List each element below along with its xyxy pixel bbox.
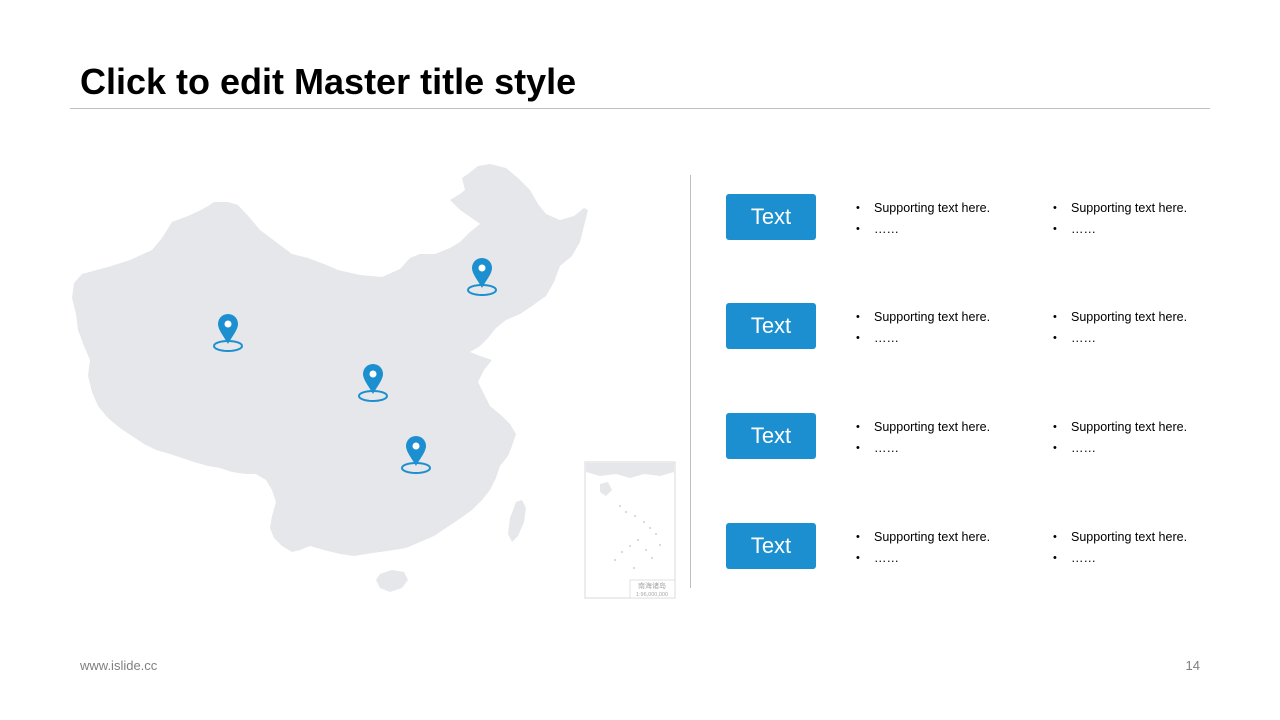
bullet-item[interactable]: Supporting text here. (854, 417, 1044, 438)
location-pin-icon (401, 436, 431, 474)
china-map: 南海诸岛 1:96,000,000 (60, 150, 700, 620)
taiwan-island-shape (508, 500, 526, 542)
bullet-item[interactable]: …… (1051, 438, 1241, 459)
south-china-sea-inset: 南海诸岛 1:96,000,000 (584, 461, 676, 599)
bullet-list: Supporting text here. …… (1051, 307, 1241, 349)
bullet-list: Supporting text here. …… (1051, 198, 1241, 240)
page-number: 14 (1185, 658, 1200, 673)
bullet-item[interactable]: Supporting text here. (1051, 527, 1241, 548)
inset-caption-name: 南海诸岛 (638, 581, 666, 590)
hainan-island-shape (376, 570, 408, 592)
bullet-list: Supporting text here. …… (1051, 527, 1241, 569)
china-mainland-shape (72, 164, 588, 556)
inset-caption-scale: 1:96,000,000 (636, 592, 668, 598)
bullet-item[interactable]: Supporting text here. (854, 527, 1044, 548)
text-button[interactable]: Text (726, 523, 816, 569)
text-button[interactable]: Text (726, 303, 816, 349)
bullet-item[interactable]: …… (854, 548, 1044, 569)
text-button[interactable]: Text (726, 194, 816, 240)
bullet-item[interactable]: …… (854, 328, 1044, 349)
footer-url: www.islide.cc (80, 658, 158, 673)
bullet-item[interactable]: …… (1051, 328, 1241, 349)
bullet-item[interactable]: …… (854, 219, 1044, 240)
location-pin-icon (467, 258, 497, 296)
bullet-item[interactable]: …… (1051, 219, 1241, 240)
info-row: Text Supporting text here. …… Supporting… (726, 194, 1226, 254)
info-row: Text Supporting text here. …… Supporting… (726, 303, 1226, 363)
bullet-list: Supporting text here. …… (854, 307, 1044, 349)
bullet-list: Supporting text here. …… (854, 198, 1044, 240)
bullet-item[interactable]: Supporting text here. (1051, 198, 1241, 219)
bullet-item[interactable]: Supporting text here. (1051, 417, 1241, 438)
info-row: Text Supporting text here. …… Supporting… (726, 523, 1226, 583)
slide-title[interactable]: Click to edit Master title style (80, 61, 577, 102)
bullet-item[interactable]: …… (854, 438, 1044, 459)
location-pin-icon (213, 314, 243, 352)
bullet-item[interactable]: Supporting text here. (854, 307, 1044, 328)
bullet-item[interactable]: Supporting text here. (854, 198, 1044, 219)
title-underline (70, 108, 1210, 109)
bullet-item[interactable]: Supporting text here. (1051, 307, 1241, 328)
bullet-list: Supporting text here. …… (854, 417, 1044, 459)
bullet-list: Supporting text here. …… (1051, 417, 1241, 459)
info-row: Text Supporting text here. …… Supporting… (726, 413, 1226, 473)
vertical-divider (690, 175, 691, 588)
location-pin-icon (358, 364, 388, 402)
bullet-item[interactable]: …… (1051, 548, 1241, 569)
bullet-list: Supporting text here. …… (854, 527, 1044, 569)
text-button[interactable]: Text (726, 413, 816, 459)
